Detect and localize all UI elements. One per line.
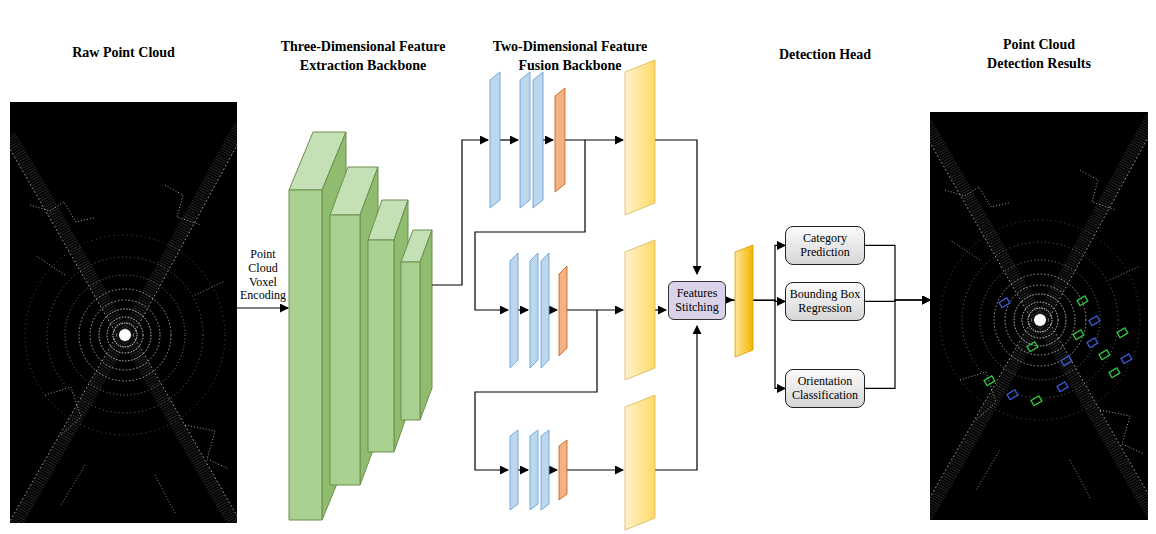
feature-extraction-backbone: Three-Dimensional Feature Extraction Bac… (288, 120, 438, 525)
edge-label: Point Cloud Voxel Encoding (238, 248, 288, 303)
box-text: Bounding Box Regression (789, 287, 861, 316)
stitching-box: Features Stitching (668, 281, 726, 320)
panel-heading: Point Cloud Detection Results (974, 36, 1104, 74)
head-box: Orientation Classification (785, 369, 865, 408)
box-text: Features Stitching (671, 286, 723, 315)
raw-point-cloud-panel: Raw Point Cloud (10, 102, 237, 523)
section-heading: Detection Head (750, 46, 900, 65)
detection-result-panel: Point Cloud Detection Results (930, 112, 1148, 520)
connector-arrow (865, 300, 930, 388)
panel-heading: Raw Point Cloud (0, 44, 257, 63)
box-text: Orientation Classification (789, 374, 861, 403)
connector-arrow (237, 307, 288, 308)
panel-heading: Three-Dimensional Feature Extraction Bac… (255, 38, 471, 76)
section-heading: Two-Dimensional Feature Fusion Backbone (473, 38, 668, 76)
head-box: Category Prediction (785, 226, 865, 265)
head-box: Bounding Box Regression (785, 282, 865, 321)
connector-arrow (865, 245, 930, 300)
box-text: Category Prediction (789, 231, 861, 260)
